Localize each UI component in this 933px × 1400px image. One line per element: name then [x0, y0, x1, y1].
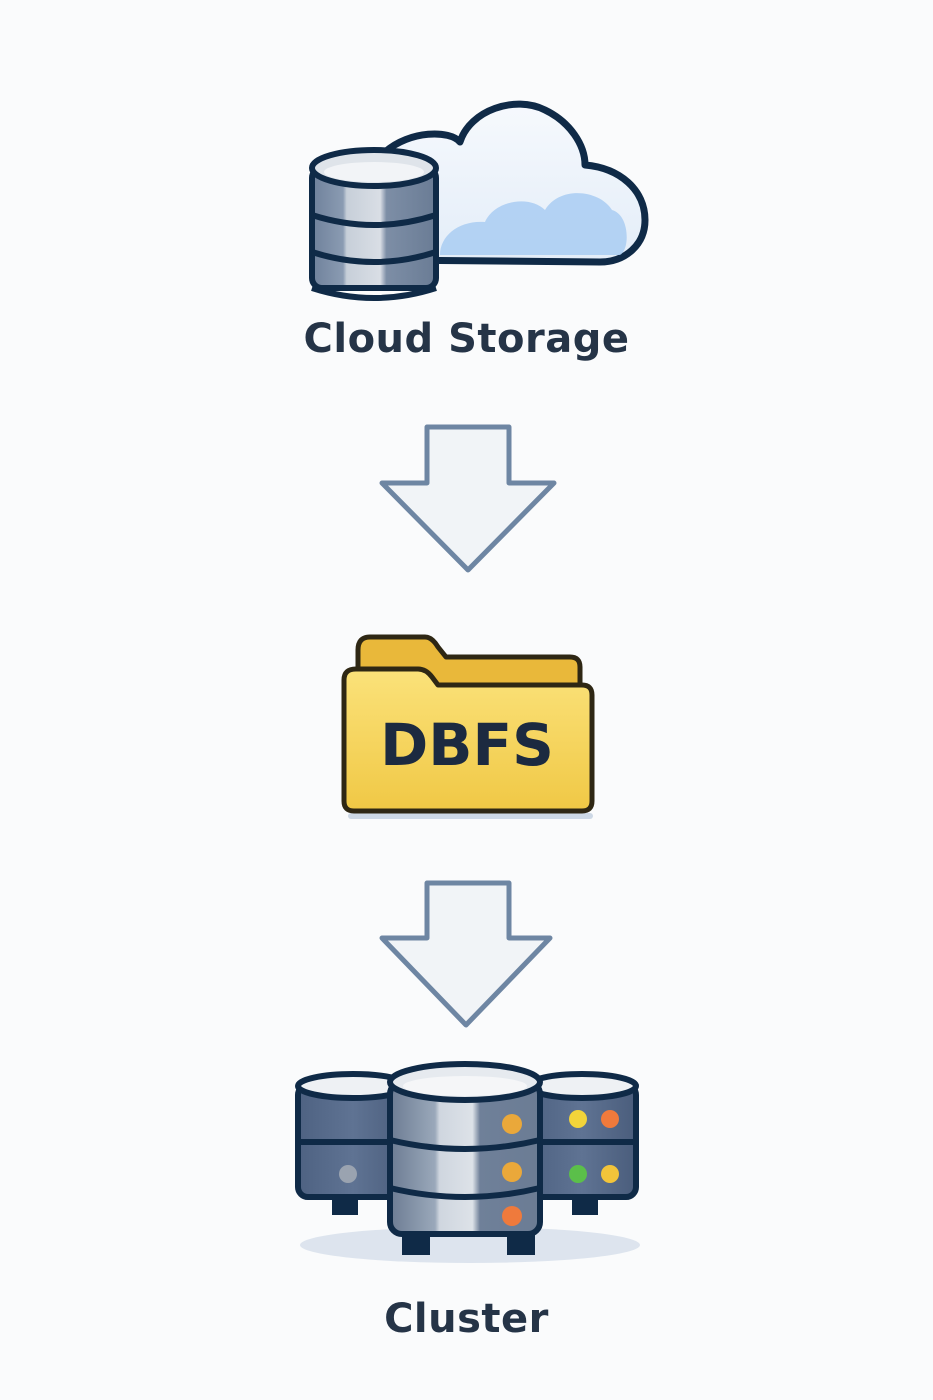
- led-indicator: [502, 1114, 522, 1134]
- cloud-storage-label: Cloud Storage: [303, 316, 630, 362]
- led-indicator: [502, 1206, 522, 1226]
- server-cluster-icon: [295, 1061, 640, 1263]
- led-indicator: [569, 1110, 587, 1128]
- led-indicator: [569, 1165, 587, 1183]
- arrow-down-icon: [379, 880, 553, 1028]
- folder-icon: DBFS: [341, 634, 595, 819]
- led-indicator: [601, 1110, 619, 1128]
- dbfs-label: DBFS: [380, 711, 554, 779]
- led-indicator: [502, 1162, 522, 1182]
- led-indicator: [339, 1165, 357, 1183]
- cluster-label: Cluster: [384, 1296, 549, 1342]
- arrow-down-icon: [379, 424, 557, 573]
- cloud-database-icon: [309, 100, 649, 301]
- led-indicator: [601, 1165, 619, 1183]
